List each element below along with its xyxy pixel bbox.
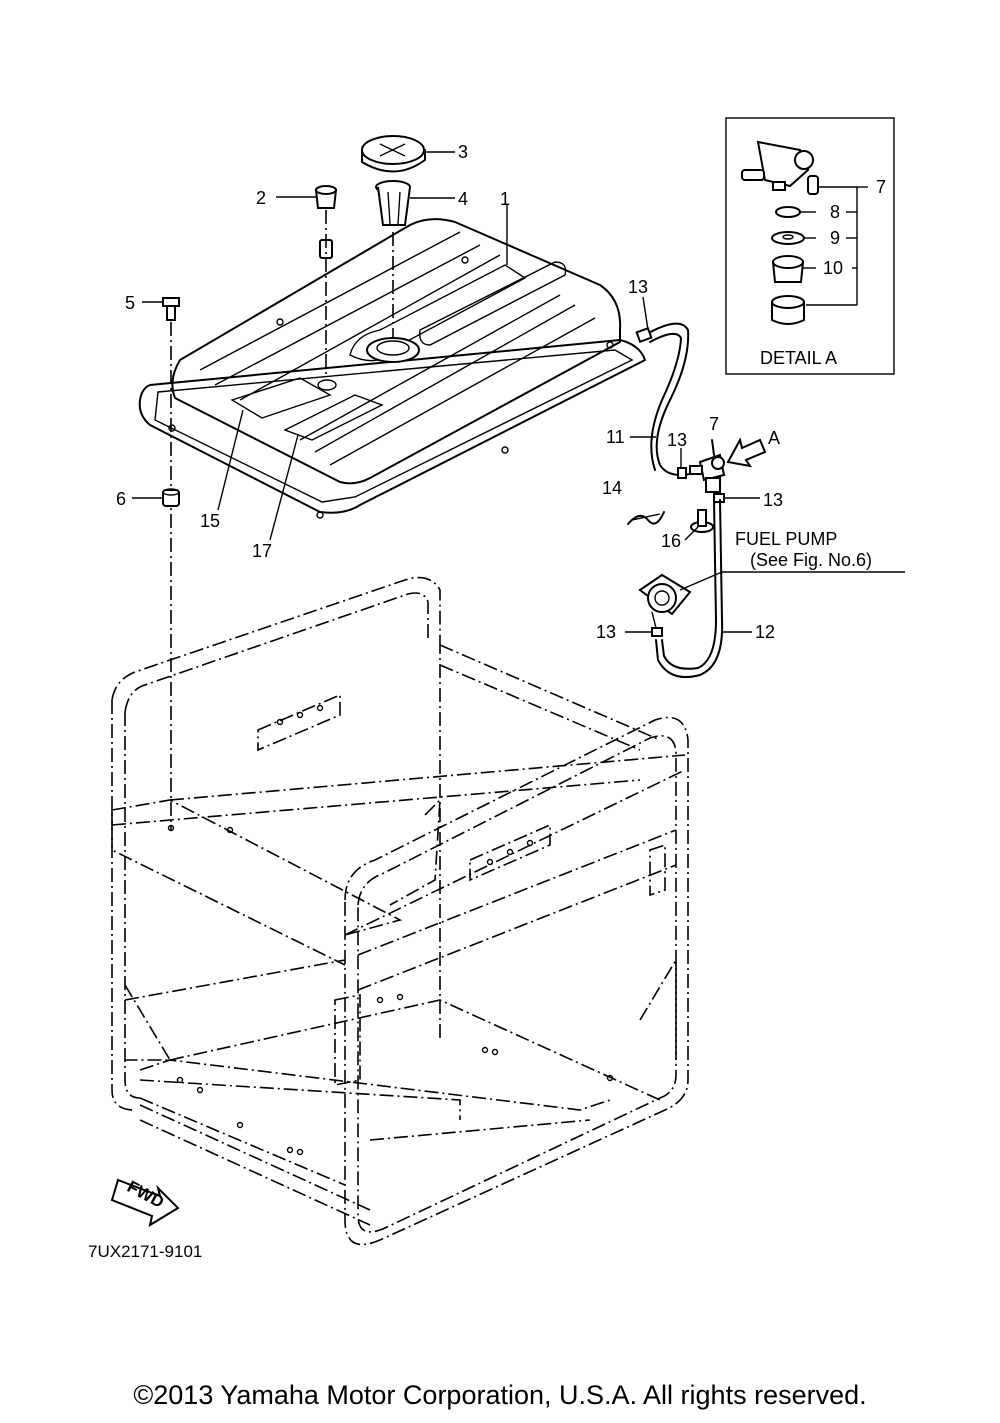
callout-13-top: 13 bbox=[628, 277, 648, 297]
fuel-pump-reference: (See Fig. No.6) bbox=[750, 550, 872, 570]
callout-16: 16 bbox=[661, 531, 681, 551]
callout-4: 4 bbox=[458, 189, 468, 209]
part-12-hose[interactable] bbox=[655, 499, 724, 679]
callout-13-pump: 13 bbox=[596, 622, 616, 642]
fuel-pump[interactable] bbox=[638, 573, 692, 629]
callout-5: 5 bbox=[125, 293, 135, 313]
callout-11: 11 bbox=[606, 427, 625, 447]
callout-9: 9 bbox=[830, 228, 840, 248]
part-3-filler-cap[interactable] bbox=[361, 135, 426, 173]
fwd-arrow-badge bbox=[110, 1178, 180, 1228]
callout-12: 12 bbox=[755, 622, 775, 642]
detail-a-box bbox=[725, 117, 895, 375]
copyright-footer: ©2013 Yamaha Motor Corporation, U.S.A. A… bbox=[133, 1380, 867, 1410]
view-arrow-a bbox=[726, 437, 767, 468]
callout-1: 1 bbox=[500, 189, 510, 209]
view-arrow-a-label: A bbox=[768, 428, 780, 448]
callout-13-cock: 13 bbox=[667, 430, 687, 450]
callout-7-main: 7 bbox=[709, 414, 719, 434]
callout-6: 6 bbox=[116, 489, 126, 509]
part-6-grommet[interactable] bbox=[162, 488, 180, 507]
drawing-code: 7UX2171-9101 bbox=[88, 1242, 202, 1261]
part-4-strainer[interactable] bbox=[375, 180, 411, 226]
part-2-plug[interactable] bbox=[314, 185, 338, 259]
part-11-fuel-hose[interactable] bbox=[635, 322, 691, 476]
callout-14: 14 bbox=[602, 478, 622, 498]
leader-lines bbox=[132, 151, 760, 633]
callout-13-right: 13 bbox=[763, 490, 783, 510]
part-7-fuel-cock[interactable] bbox=[689, 439, 726, 493]
part-16-screw[interactable] bbox=[690, 509, 714, 533]
callout-2: 2 bbox=[256, 188, 266, 208]
callout-3: 3 bbox=[458, 142, 468, 162]
callout-8: 8 bbox=[830, 202, 840, 222]
callout-17: 17 bbox=[252, 541, 272, 561]
fuel-pump-label: FUEL PUMP bbox=[735, 529, 837, 549]
frame[interactable] bbox=[111, 576, 689, 1246]
callout-10: 10 bbox=[823, 258, 843, 278]
callout-15: 15 bbox=[200, 511, 220, 531]
callout-7-detail: 7 bbox=[876, 177, 886, 197]
part-14-clip[interactable] bbox=[627, 511, 665, 525]
part-5-bolt[interactable] bbox=[162, 297, 180, 321]
detail-a-title: DETAIL A bbox=[760, 348, 837, 368]
